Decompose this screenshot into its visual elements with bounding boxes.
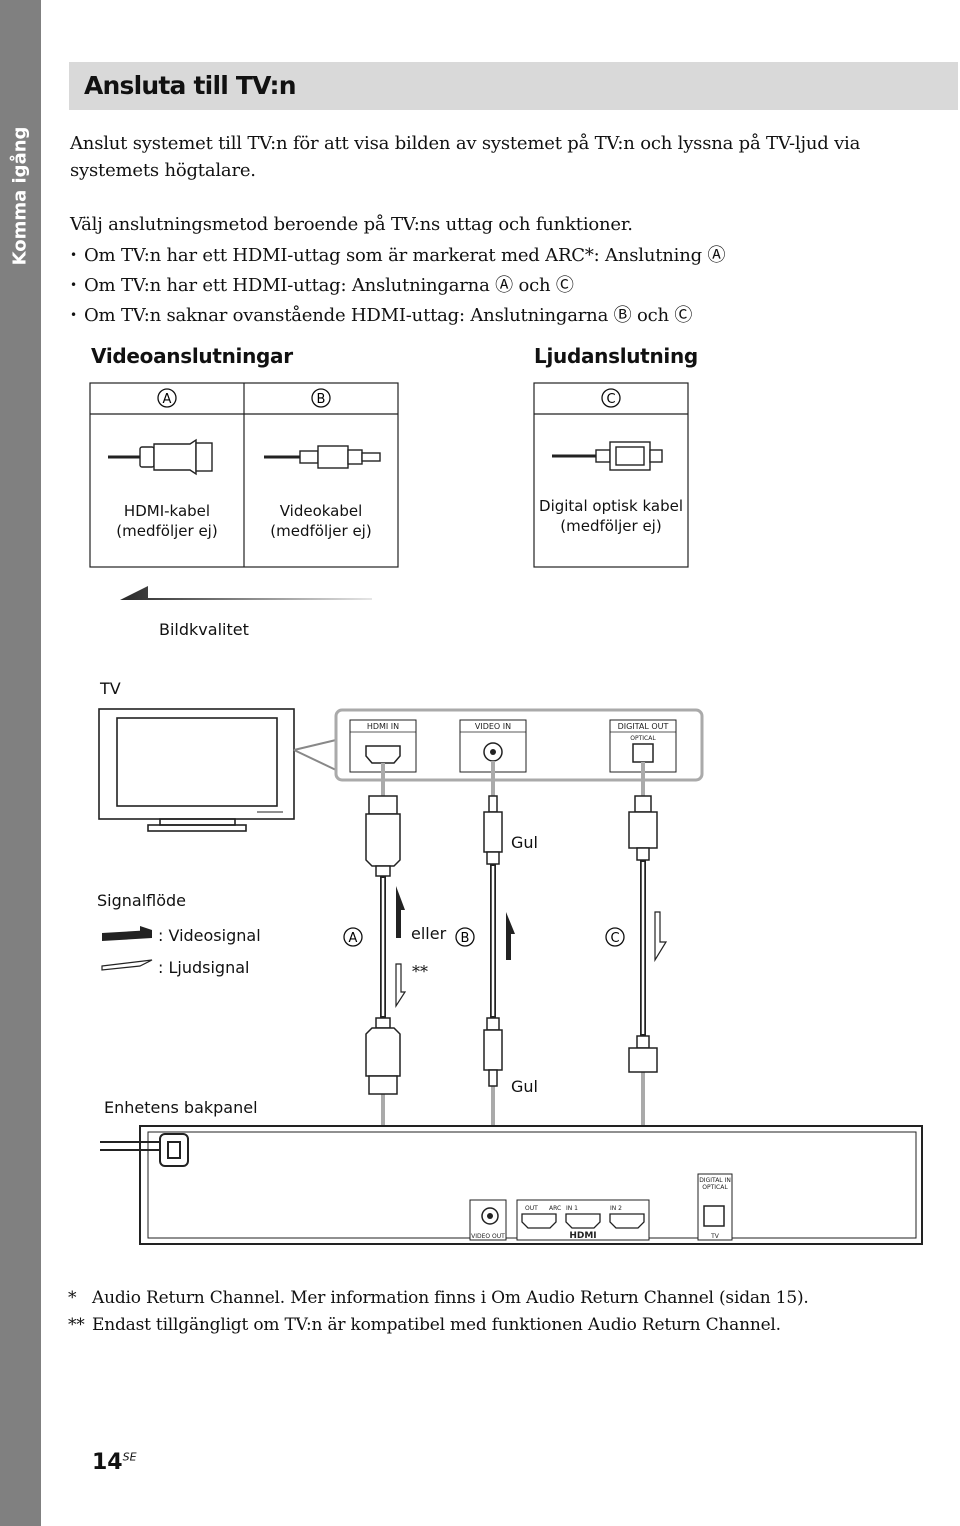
hdmi-cable-drawing	[365, 795, 401, 1095]
tv-optical-jack-icon	[632, 743, 654, 763]
rear-panel-label: Enhetens bakpanel	[104, 1098, 258, 1117]
unit-optical-jack-icon	[703, 1205, 725, 1227]
unit-out-label: OUT	[525, 1205, 538, 1212]
cable-b-note: (medföljer ej)	[270, 522, 372, 540]
signal-flow-title: Signalflöde	[97, 891, 187, 910]
bullet-item: Om TV:n har ett HDMI-uttag som är marker…	[70, 242, 725, 272]
flow-letter-c-badge: C	[605, 927, 625, 947]
audio-flow-arrow-c-icon	[654, 911, 668, 963]
unit-hdmi-in1-jack-icon	[565, 1213, 601, 1229]
page-title: Ansluta till TV:n	[84, 71, 297, 100]
hdmi-cable-icon	[108, 438, 213, 476]
footnote-text: Audio Return Channel. Mer information fi…	[92, 1288, 809, 1308]
unit-in1-label: IN 1	[566, 1205, 578, 1212]
video-signal-arrow-icon	[102, 930, 152, 941]
video-flow-arrow-b-icon	[506, 912, 515, 960]
quality-arrow	[120, 586, 372, 600]
cable-a-caption: HDMI-kabel (medföljer ej)	[90, 501, 244, 541]
unit-digital-in-label: DIGITAL IN	[699, 1177, 731, 1184]
cable-c-note: (medföljer ej)	[560, 517, 662, 535]
tv-hdmi-jack-icon	[365, 745, 401, 764]
rca-cable-drawing	[483, 795, 503, 1087]
page-number-value: 14	[92, 1450, 123, 1475]
bullet-item: Om TV:n har ett HDMI-uttag: Anslutningar…	[70, 272, 725, 302]
unit-arc-label: ARC	[549, 1205, 561, 1212]
unit-optical-label: OPTICAL	[702, 1184, 728, 1191]
audio-section-heading: Ljudanslutning	[534, 344, 698, 368]
page-number: 14SE	[92, 1450, 137, 1475]
audio-signal-arrow-icon	[101, 959, 153, 971]
svg-text:C: C	[606, 392, 615, 407]
cable-tables: A B C	[89, 382, 689, 600]
svg-text:B: B	[461, 931, 470, 946]
hdmi-logo: HDMI	[569, 1231, 596, 1241]
intro-paragraph: Anslut systemet till TV:n för att visa b…	[70, 133, 861, 181]
footnote-compat: ** Endast tillgängligt om TV:n är kompati…	[68, 1315, 781, 1335]
bullet-item: Om TV:n saknar ovanstående HDMI-uttag: A…	[70, 302, 725, 332]
tv-video-in-label: VIDEO IN	[475, 722, 511, 731]
cable-a-name: HDMI-kabel	[123, 502, 211, 520]
flow-letter-a-badge: A	[343, 927, 363, 947]
cable-b-caption: Videokabel (medföljer ej)	[244, 501, 398, 541]
tv-icon	[98, 708, 295, 832]
optical-cable-drawing	[628, 795, 658, 1073]
video-signal-label: : Videosignal	[158, 926, 261, 945]
connection-diagram: HDMI IN VIDEO IN DIGITAL OUT OPTICAL	[98, 708, 923, 1245]
page-number-suffix: SE	[122, 1450, 137, 1464]
svg-text:A: A	[163, 392, 172, 407]
double-star-mark: **	[412, 962, 428, 981]
tv-optical-label: OPTICAL	[630, 735, 656, 742]
unit-rear-panel	[100, 1125, 923, 1245]
letter-c-badge: C	[601, 388, 621, 408]
side-tab: Komma igång	[0, 0, 41, 1526]
tv-label: TV	[100, 679, 121, 698]
unit-hdmi-in2-jack-icon	[609, 1213, 645, 1229]
or-label: eller	[411, 924, 447, 943]
tv-digital-out-label: DIGITAL OUT	[618, 722, 669, 731]
connection-bullets: Om TV:n har ett HDMI-uttag som är marker…	[70, 242, 725, 332]
yellow-label-bottom: Gul	[511, 1077, 538, 1096]
footnote-arc: * Audio Return Channel. Mer information f…	[68, 1288, 809, 1308]
header-bar: Ansluta till TV:n	[69, 62, 958, 110]
svg-text:A: A	[349, 931, 358, 946]
svg-text:C: C	[610, 931, 619, 946]
letter-a-badge: A	[157, 388, 177, 408]
cable-a-note: (medföljer ej)	[116, 522, 218, 540]
footnote-text: Endast tillgängligt om TV:n är kompatibe…	[92, 1315, 781, 1335]
unit-hdmi-out-jack-icon	[521, 1213, 557, 1229]
yellow-label-top: Gul	[511, 833, 538, 852]
cable-c-caption: Digital optisk kabel (medföljer ej)	[534, 496, 688, 536]
cable-b-name: Videokabel	[279, 502, 363, 520]
letter-b-badge: B	[311, 388, 331, 408]
audio-signal-label: : Ljudsignal	[158, 958, 250, 977]
flow-letter-b-badge: B	[455, 927, 475, 947]
video-flow-arrow-a-icon	[396, 886, 405, 938]
svg-text:B: B	[317, 392, 326, 407]
footnote-mark: *	[68, 1288, 77, 1308]
lead-paragraph: Välj anslutningsmetod beroende på TV:ns …	[70, 214, 633, 235]
unit-in2-label: IN 2	[610, 1205, 622, 1212]
tv-hdmi-in-label: HDMI IN	[367, 722, 399, 731]
rca-cable-icon	[264, 445, 381, 469]
optical-cable-icon	[552, 441, 663, 471]
cable-c-name: Digital optisk kabel	[539, 497, 683, 515]
quality-label: Bildkvalitet	[159, 620, 249, 639]
audio-flow-arrow-a-icon	[395, 963, 407, 1009]
footnote-mark: **	[68, 1315, 85, 1335]
video-section-heading: Videoanslutningar	[91, 344, 293, 368]
unit-tv-label: TV	[710, 1233, 720, 1240]
unit-video-out-label: VIDEO OUT	[471, 1233, 505, 1240]
